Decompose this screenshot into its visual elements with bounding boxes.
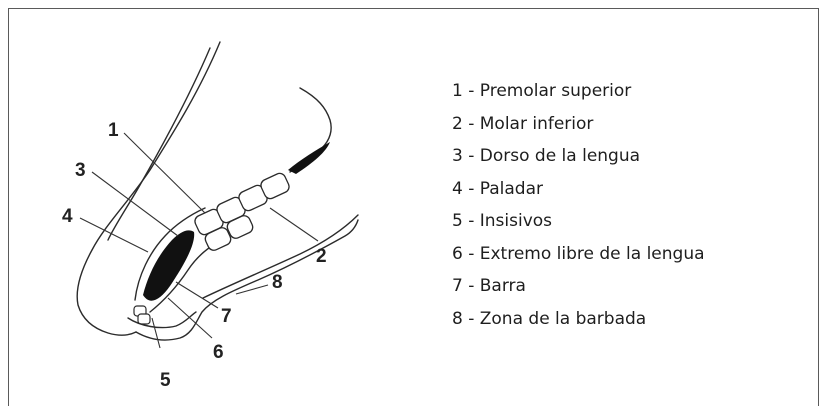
callout-6: 6 xyxy=(213,342,224,363)
lower-jaw-outline xyxy=(135,219,359,341)
teeth-row xyxy=(194,172,290,251)
palate-shape xyxy=(143,230,195,301)
figure-frame xyxy=(8,8,819,406)
callout-3: 3 xyxy=(75,160,86,181)
legend-item: 5 - Insisivos xyxy=(452,211,553,231)
legend-item: 3 - Dorso de la lengua xyxy=(452,146,641,166)
callout-4: 4 xyxy=(62,206,73,227)
legend-item: 6 - Extremo libre de la lengua xyxy=(452,243,705,264)
callout-1: 1 xyxy=(108,120,119,141)
legend-item: 2 - Molar inferior xyxy=(452,113,594,134)
callout-5: 5 xyxy=(160,370,171,391)
head-contour-line xyxy=(107,47,211,241)
tongue-outline xyxy=(149,243,216,313)
callout-8: 8 xyxy=(272,272,283,293)
incisors xyxy=(133,305,151,325)
legend-item: 7 - Barra xyxy=(452,276,526,296)
mouth-outline xyxy=(134,207,206,301)
callout-2: 2 xyxy=(316,246,327,267)
lower-lip-line xyxy=(127,311,197,329)
legend-list: 1 - Premolar superior 2 - Molar inferior… xyxy=(452,78,705,338)
leader-lines xyxy=(79,132,319,349)
legend-item: 4 - Paladar xyxy=(452,178,544,199)
legend-item: 8 - Zona de la barbada xyxy=(452,308,647,329)
chin-groove-line xyxy=(202,214,359,299)
upper-molar-dark xyxy=(288,142,330,174)
callout-7: 7 xyxy=(221,306,232,327)
legend-item: 1 - Premolar superior xyxy=(452,81,632,101)
head-outline xyxy=(76,41,221,336)
